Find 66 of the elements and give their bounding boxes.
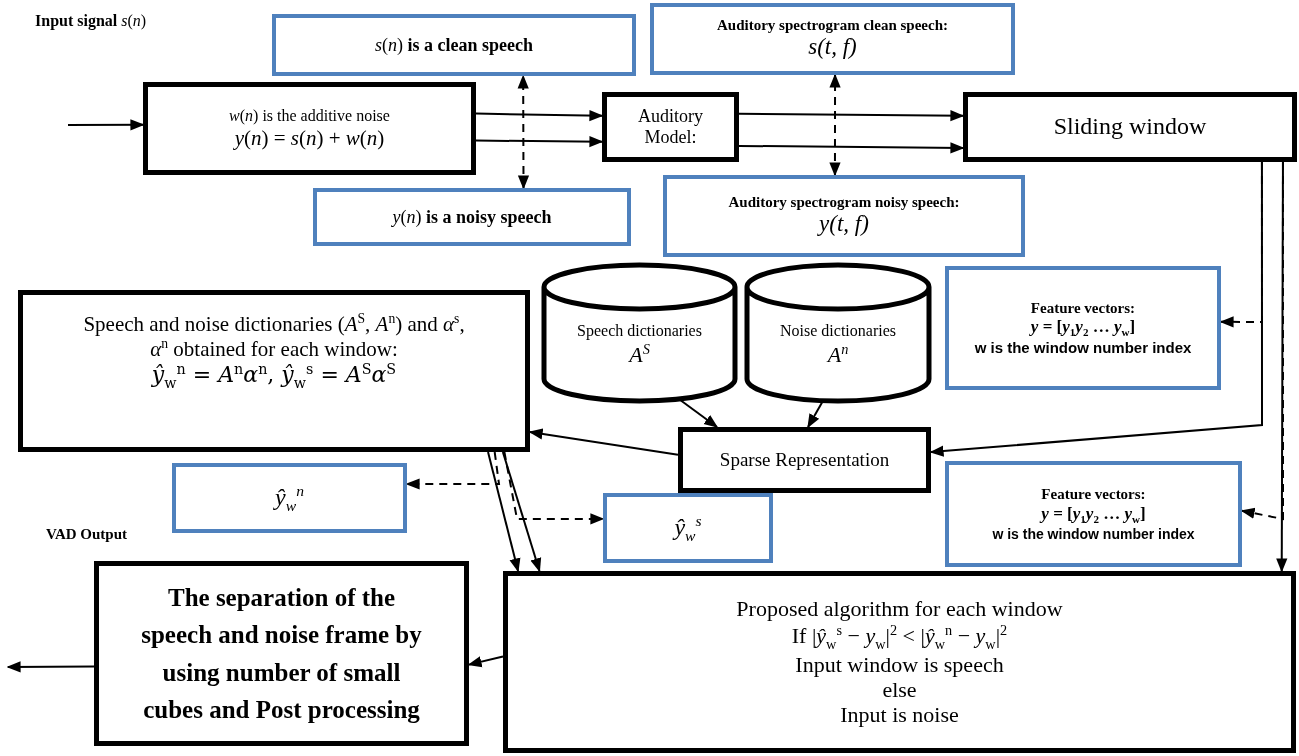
- node-label: Speech dictionaries: [577, 322, 702, 341]
- node-label: Sparse Representation: [719, 449, 890, 471]
- arrow: [738, 142, 965, 154]
- node-label: Speech and noise dictionaries (A$^{S}$, A$^{n}$) and α$^{s}$, α$^{n}$ obtained for each window:: [82, 310, 466, 362]
- output-label: VAD Output: [46, 526, 127, 543]
- note-box: [945, 461, 1242, 567]
- dashed-arrow: [517, 74, 530, 190]
- database-cylinder: [744, 262, 932, 404]
- arrow: [475, 136, 604, 148]
- arrow: [738, 110, 965, 122]
- dashed-arrow: [1219, 161, 1263, 328]
- node-text: Input is noise: [840, 702, 959, 728]
- arrow: [501, 451, 542, 573]
- dashed-arrow: [829, 73, 841, 177]
- note-box: [313, 188, 631, 246]
- dashed-arrow: [1240, 161, 1284, 521]
- node-label: Feature vectors:: [1041, 486, 1146, 504]
- arrow: [528, 428, 679, 456]
- node-text: else: [882, 677, 917, 703]
- node-text: w is the window number index: [992, 525, 1195, 542]
- node-text: ŷ$_{w}$$^{n}$ = A$^{n}$α$^{n}$, ŷ$_{w}$$^{s}$ = A$^{S}$α$^{S}$: [151, 361, 397, 392]
- note-box: [172, 463, 407, 533]
- note-box: [945, 266, 1221, 390]
- node-text: Input window is speech: [795, 651, 1004, 678]
- node-text: y = [y$_{1}$y$_{2}$ … y$_{w}$]: [1030, 316, 1136, 340]
- arrow: [475, 110, 604, 122]
- process-box: [678, 427, 931, 493]
- database-cylinder: [541, 262, 738, 404]
- arrow: [467, 655, 504, 668]
- note-box: [272, 14, 636, 76]
- node-label: Noise dictionaries: [780, 322, 896, 341]
- node-text: s(t, f): [808, 34, 857, 61]
- arrow: [6, 661, 95, 673]
- node-label: Proposed algorithm for each window: [736, 596, 1063, 622]
- node-text: A$^{S}$: [629, 340, 650, 368]
- node-label: Sliding window: [1053, 113, 1207, 141]
- process-box: [18, 290, 530, 452]
- process-box: [503, 571, 1296, 753]
- arrow: [67, 119, 145, 131]
- input-label: Input signal s(n): [35, 12, 147, 30]
- process-box: [602, 92, 739, 162]
- node-label: The separation of the speech and noise frame by using number of small cubes and Post processing: [140, 582, 423, 725]
- note-box: [663, 175, 1025, 257]
- node-text: w is the window number index: [973, 339, 1193, 357]
- process-box: [94, 561, 469, 746]
- node-label: Auditory spectrogram noisy speech:: [728, 194, 960, 212]
- node-label: Auditory Model:: [637, 106, 704, 148]
- node-text: y(t, f): [819, 211, 869, 238]
- arrow: [678, 398, 719, 428]
- node-text: A$^{n}$: [827, 340, 849, 368]
- node-label: Auditory spectrogram clean speech:: [717, 17, 948, 35]
- node-text: y = [y$_{1}$y$_{2}$ … y$_{w}$]: [1041, 503, 1146, 526]
- note-box: [650, 3, 1015, 75]
- process-box: [143, 82, 476, 175]
- node-label: Feature vectors:: [1030, 299, 1136, 317]
- arrow: [807, 401, 823, 429]
- node-label: w(n) is the additive noise: [229, 107, 390, 126]
- process-box: [963, 92, 1297, 162]
- dashed-arrow: [405, 451, 501, 490]
- note-box: [603, 493, 773, 563]
- node-text: y(n) = s(n) + w(n): [234, 125, 385, 150]
- node-text: If |ŷ$_{w}$$^{s}$ − y$_{w}$|$^{2}$ < |ŷ$_{w}$$^{n}$ − y$_{w}$|$^{2}$: [791, 621, 1008, 652]
- arrow: [487, 451, 521, 573]
- node-label: y(n) is a noisy speech: [392, 206, 552, 228]
- node-label: s(n) is a clean speech: [375, 34, 533, 56]
- dashed-arrow: [503, 451, 605, 525]
